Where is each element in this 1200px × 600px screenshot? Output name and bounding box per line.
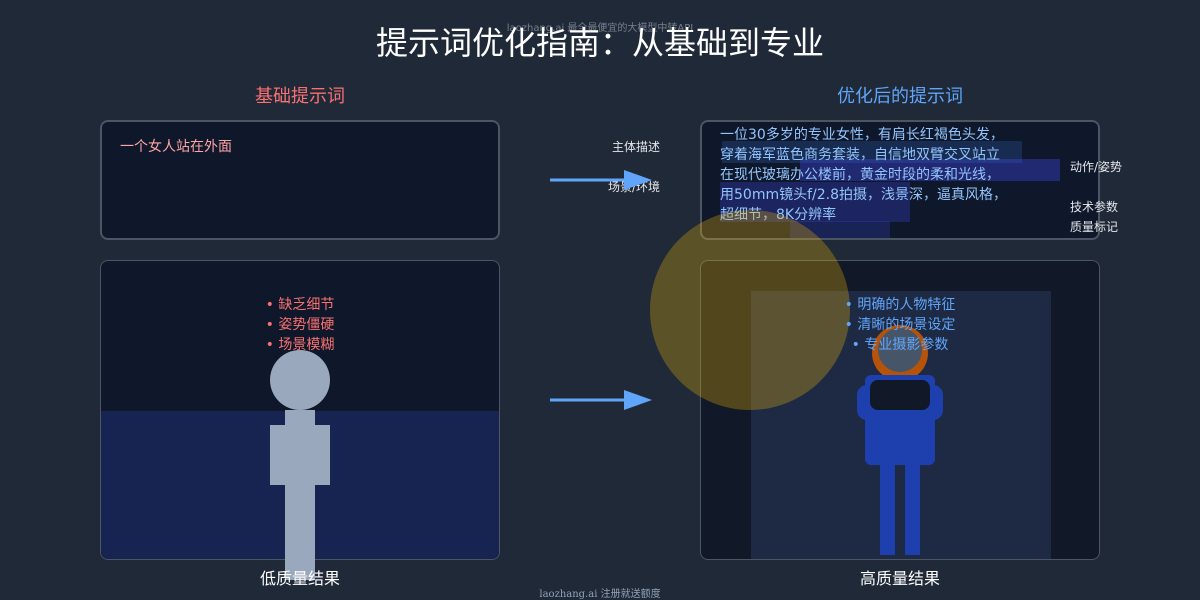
page-title: 提示词优化指南：从基础到专业 [375,24,824,62]
highlight-subject [722,141,1022,163]
annotation-quality: 质量标记 [1070,220,1119,234]
optimized-section-heading: 优化后的提示词 [837,86,963,107]
high-quality-caption: 高质量结果 [859,569,940,588]
list-item: • 专业摄影参数 [851,337,949,353]
highlight-scene [720,182,910,222]
features-list: • 明确的人物特征 • 清晰的场景设定 • 专业摄影参数 [800,295,1000,355]
list-item: • 明确的人物特征 [844,297,956,313]
detailed-figure [857,325,943,555]
basic-prompt-text: 一个女人站在外面 [120,139,232,155]
list-item: • 清晰的场景设定 [844,317,956,333]
prompt-line: 超细节，8K分辨率 [720,207,837,223]
list-item: • 姿势僵硬 [265,317,335,333]
annotation-subject: 主体描述 [612,140,661,154]
prompt-line: 在现代玻璃办公楼前，黄金时段的柔和光线， [720,167,1000,183]
bottom-arrow [550,390,652,410]
optimized-prompt-text: 一位30多岁的专业女性，有肩长红褐色头发， 穿着海军蓝色商务套装，自信地双臂交叉… [720,125,1040,225]
low-quality-caption: 低质量结果 [259,569,340,588]
annotation-action: 动作/姿势 [1070,160,1123,174]
top-arrow [550,170,652,190]
issues-list: • 缺乏细节 • 姿势僵硬 • 场景模糊 [200,295,400,355]
annotation-scene: 场景/环境 [608,180,661,194]
golden-light [650,210,850,410]
list-item: • 缺乏细节 [265,297,335,313]
highlight-quality [790,221,890,238]
prompt-line: 一位30多岁的专业女性，有肩长红褐色头发， [720,127,1004,143]
basic-section-heading: 基础提示词 [255,86,345,107]
highlight-action [800,159,1060,181]
watermark-bottom: laozhang.ai 注册就送额度 [539,589,661,600]
basic-prompt-box [100,120,500,240]
simple-figure [270,350,330,580]
watermark-top: laozhang.ai 最全最便宜的大模型中转API [506,23,694,34]
list-item: • 场景模糊 [265,337,335,353]
prompt-line: 用50mm镜头f/2.8拍摄，浅景深，逼真风格， [720,187,1007,203]
prompt-line: 穿着海军蓝色商务套装，自信地双臂交叉站立 [720,147,1000,163]
annotation-tech: 技术参数 [1070,200,1119,214]
optimized-prompt-box [700,120,1100,240]
